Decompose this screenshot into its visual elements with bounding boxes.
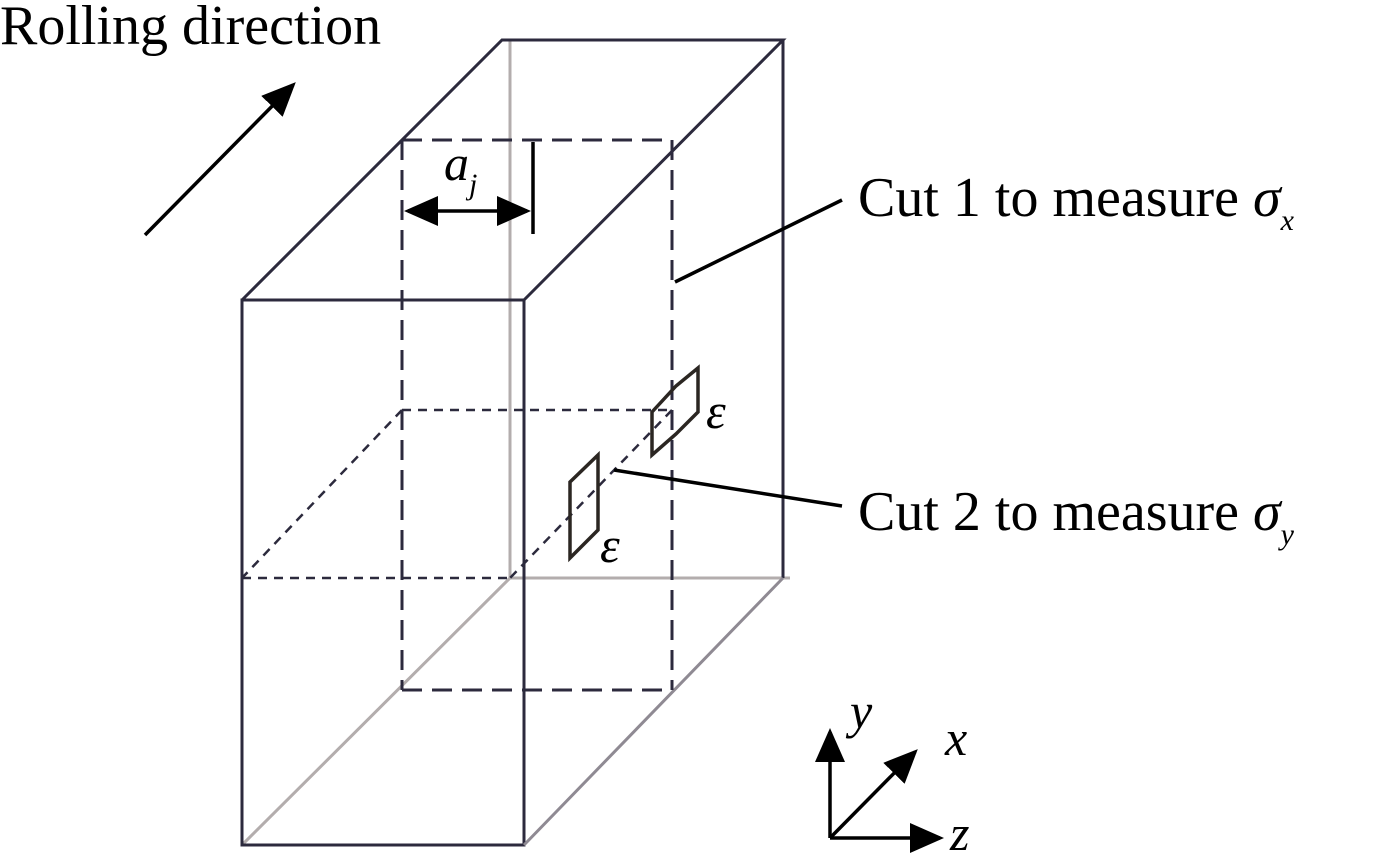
strain-gauge-2-label: ε <box>600 517 620 573</box>
x-axis-arrow <box>828 749 918 840</box>
y-axis-label: y <box>845 683 873 739</box>
cut1-label: Cut 1 to measure σx <box>858 167 1295 237</box>
cut-2-plane <box>241 408 673 580</box>
right-bottom-edge <box>522 576 785 847</box>
cut1-leader-line <box>674 198 843 284</box>
rolling-direction: Rolling direction <box>0 0 381 237</box>
front-face <box>240 298 526 847</box>
cut-1-plane <box>400 138 674 692</box>
rolling-direction-label: Rolling direction <box>0 0 381 57</box>
block-outline <box>240 38 787 847</box>
cut2-leader-line <box>613 468 843 508</box>
strain-gauges <box>568 364 700 563</box>
rolling-direction-arrow <box>143 82 296 237</box>
a-j-label: aj <box>444 135 477 201</box>
dimension-a-j: aj <box>404 135 535 234</box>
z-axis-label: z <box>949 805 969 853</box>
top-face-edges <box>240 38 787 302</box>
strain-gauge-1-label: ε <box>706 383 726 439</box>
hidden-edges <box>240 40 790 847</box>
x-axis-label: x <box>944 710 967 766</box>
cut2-right-diag <box>509 409 673 579</box>
coordinate-axes: y x z <box>815 683 969 853</box>
back-bottom-depth-edge <box>240 576 512 847</box>
strain-gauge-2 <box>568 450 600 563</box>
strain-gauge-1 <box>650 364 700 459</box>
cut2-label: Cut 2 to measure σy <box>858 481 1295 551</box>
cut2-left-diag <box>241 409 403 579</box>
